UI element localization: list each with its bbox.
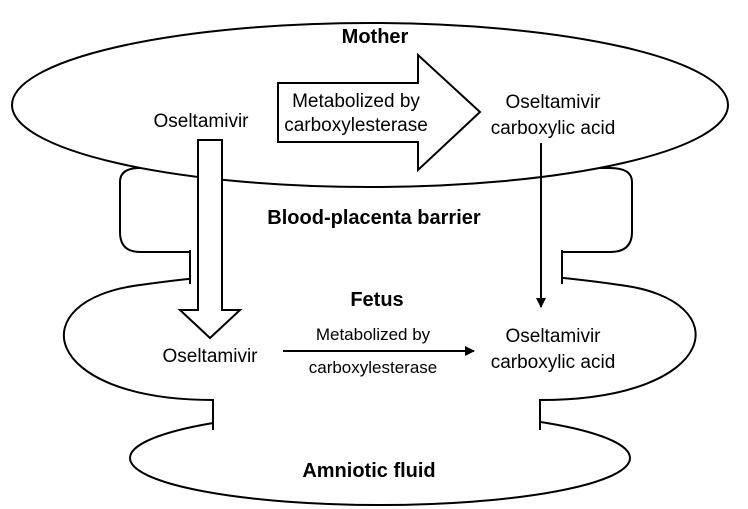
fetus-label: Fetus <box>350 289 403 311</box>
fetus-oseltamivir-label: Oseltamivir <box>162 346 258 367</box>
barrier-label: Blood-placenta barrier <box>267 207 481 229</box>
mother-process-line1: Metabolized by <box>292 91 420 112</box>
mother-oseltamivir-label: Oseltamivir <box>153 111 249 132</box>
mother-process-line2: carboxylesterase <box>284 115 428 136</box>
fetus-process-line2: carboxylesterase <box>309 358 438 377</box>
placental-transfer-arrow <box>177 139 243 340</box>
mother-metabolism-arrow <box>277 52 482 173</box>
fetus-product-line1: Oseltamivir <box>505 326 601 347</box>
mother-label: Mother <box>342 26 409 48</box>
fetus-product-line2: carboxylic acid <box>491 352 616 373</box>
mother-product-line1: Oseltamivir <box>505 92 601 113</box>
amniotic-label: Amniotic fluid <box>302 460 435 482</box>
mother-product-line2: carboxylic acid <box>491 118 616 139</box>
fetus-process-line1: Metabolized by <box>316 325 431 344</box>
